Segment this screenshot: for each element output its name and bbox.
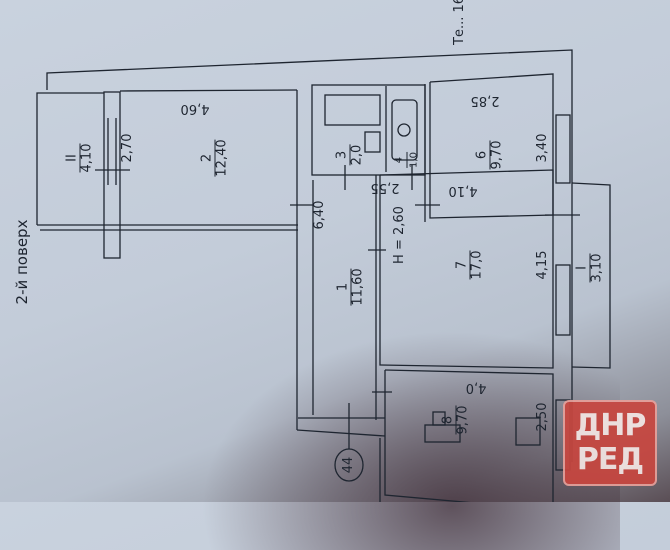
dim-room6-length: 2,85 (470, 93, 500, 108)
apartment-number: 44 (341, 456, 356, 474)
dim-room8-width: 2,50 (535, 402, 550, 432)
dim-balcony-ii: 2,70 (120, 133, 135, 163)
dim-room2: 4,60 (180, 101, 210, 116)
floor-plan-walls (36, 49, 611, 502)
dim-room6-width: 3,40 (535, 133, 550, 163)
ceiling-height: H = 2,60 (392, 206, 407, 264)
dim-corridor: 6,40 (312, 200, 327, 230)
dim-room7-width: 4,15 (535, 250, 550, 280)
floor-label: 2-й поверх (13, 219, 31, 305)
dim-bath: 2,55 (370, 180, 400, 195)
top-note: Те... 16 (452, 0, 467, 45)
dim-room7-length: 4,10 (448, 183, 478, 198)
dim-room8-length: 4,0 (465, 380, 487, 395)
